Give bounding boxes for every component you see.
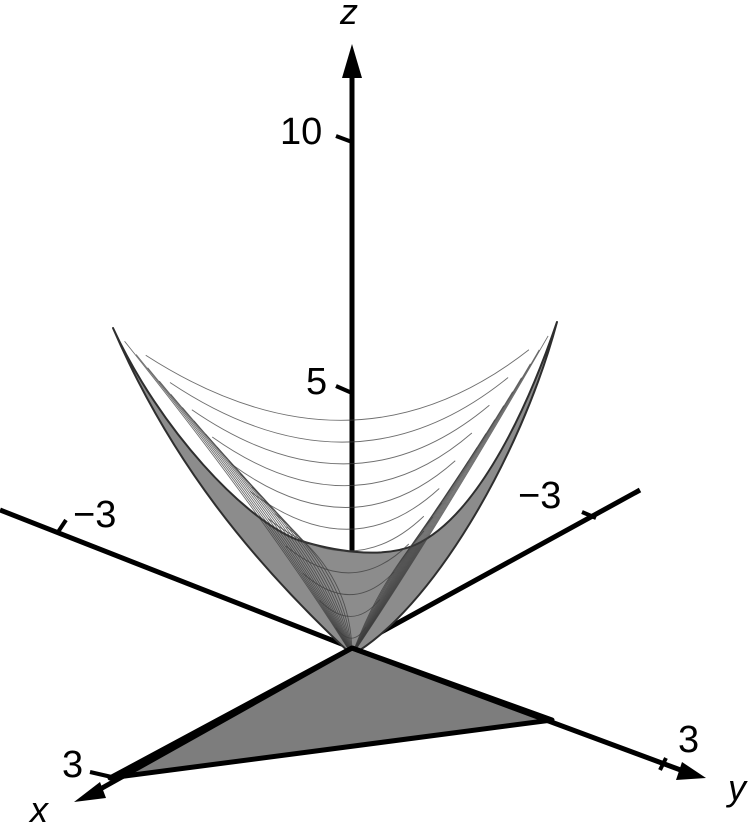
mesh-line-left: [251, 486, 353, 656]
mesh-line-cross: [249, 488, 440, 530]
mesh-line-right: [351, 530, 425, 656]
mesh-line-left: [158, 380, 353, 656]
x-axis-arrowhead: [74, 782, 106, 802]
y-axis-arrowhead: [676, 762, 706, 780]
z-tick-5: [335, 384, 353, 395]
mesh-line-cross: [302, 571, 395, 595]
mesh-line-left: [147, 367, 353, 656]
mesh-line-cross: [231, 460, 456, 508]
y-tick-label-3: 3: [678, 719, 699, 761]
mesh-line-cross: [285, 543, 410, 574]
z-tick-label-10: 10: [280, 111, 322, 153]
surface-mesh: [124, 335, 549, 656]
mesh-line-cross: [268, 515, 425, 552]
neg-y-tick: [581, 510, 597, 520]
mesh-line-cross: [335, 627, 367, 639]
x-tick-3: [89, 770, 117, 780]
x-tick-label-3: 3: [62, 744, 83, 786]
mesh-line-left: [124, 340, 353, 656]
mesh-line-left: [286, 526, 353, 656]
mesh-line-left: [170, 393, 353, 656]
y-axis-label: y: [725, 767, 748, 808]
x-axis-positive: [93, 645, 354, 795]
mesh-line-cross: [319, 599, 381, 617]
mesh-line-right: [351, 405, 505, 656]
z-axis-arrowhead: [342, 44, 362, 78]
y-axis-positive: [351, 645, 687, 775]
neg-x-tick: [56, 518, 68, 534]
mesh-line-cross: [145, 349, 530, 421]
mesh-line-cross: [191, 404, 490, 465]
shaded-region: [107, 645, 555, 781]
y-tick-3: [658, 757, 668, 771]
surface: [112, 321, 558, 656]
mesh-line-cross: [169, 377, 509, 443]
x-axis-negative: [0, 507, 353, 651]
z-tick-10: [335, 134, 353, 144]
z-tick-label-5: 5: [306, 361, 327, 403]
mesh-line-left: [263, 499, 353, 656]
mesh-line-left: [274, 513, 353, 656]
mesh-line-right: [351, 502, 442, 656]
neg-y-tick-label: −3: [518, 475, 561, 517]
x-axis-label: x: [28, 789, 50, 828]
mesh-line-right: [351, 516, 434, 656]
mesh-line-left: [182, 407, 353, 656]
z-axis-label: z: [339, 0, 358, 32]
mesh-line-cross: [211, 432, 473, 487]
mesh-line-right: [351, 488, 451, 656]
mesh-line-left: [193, 420, 353, 656]
neg-x-tick-label: −3: [73, 494, 116, 536]
mesh-line-left: [135, 354, 353, 656]
